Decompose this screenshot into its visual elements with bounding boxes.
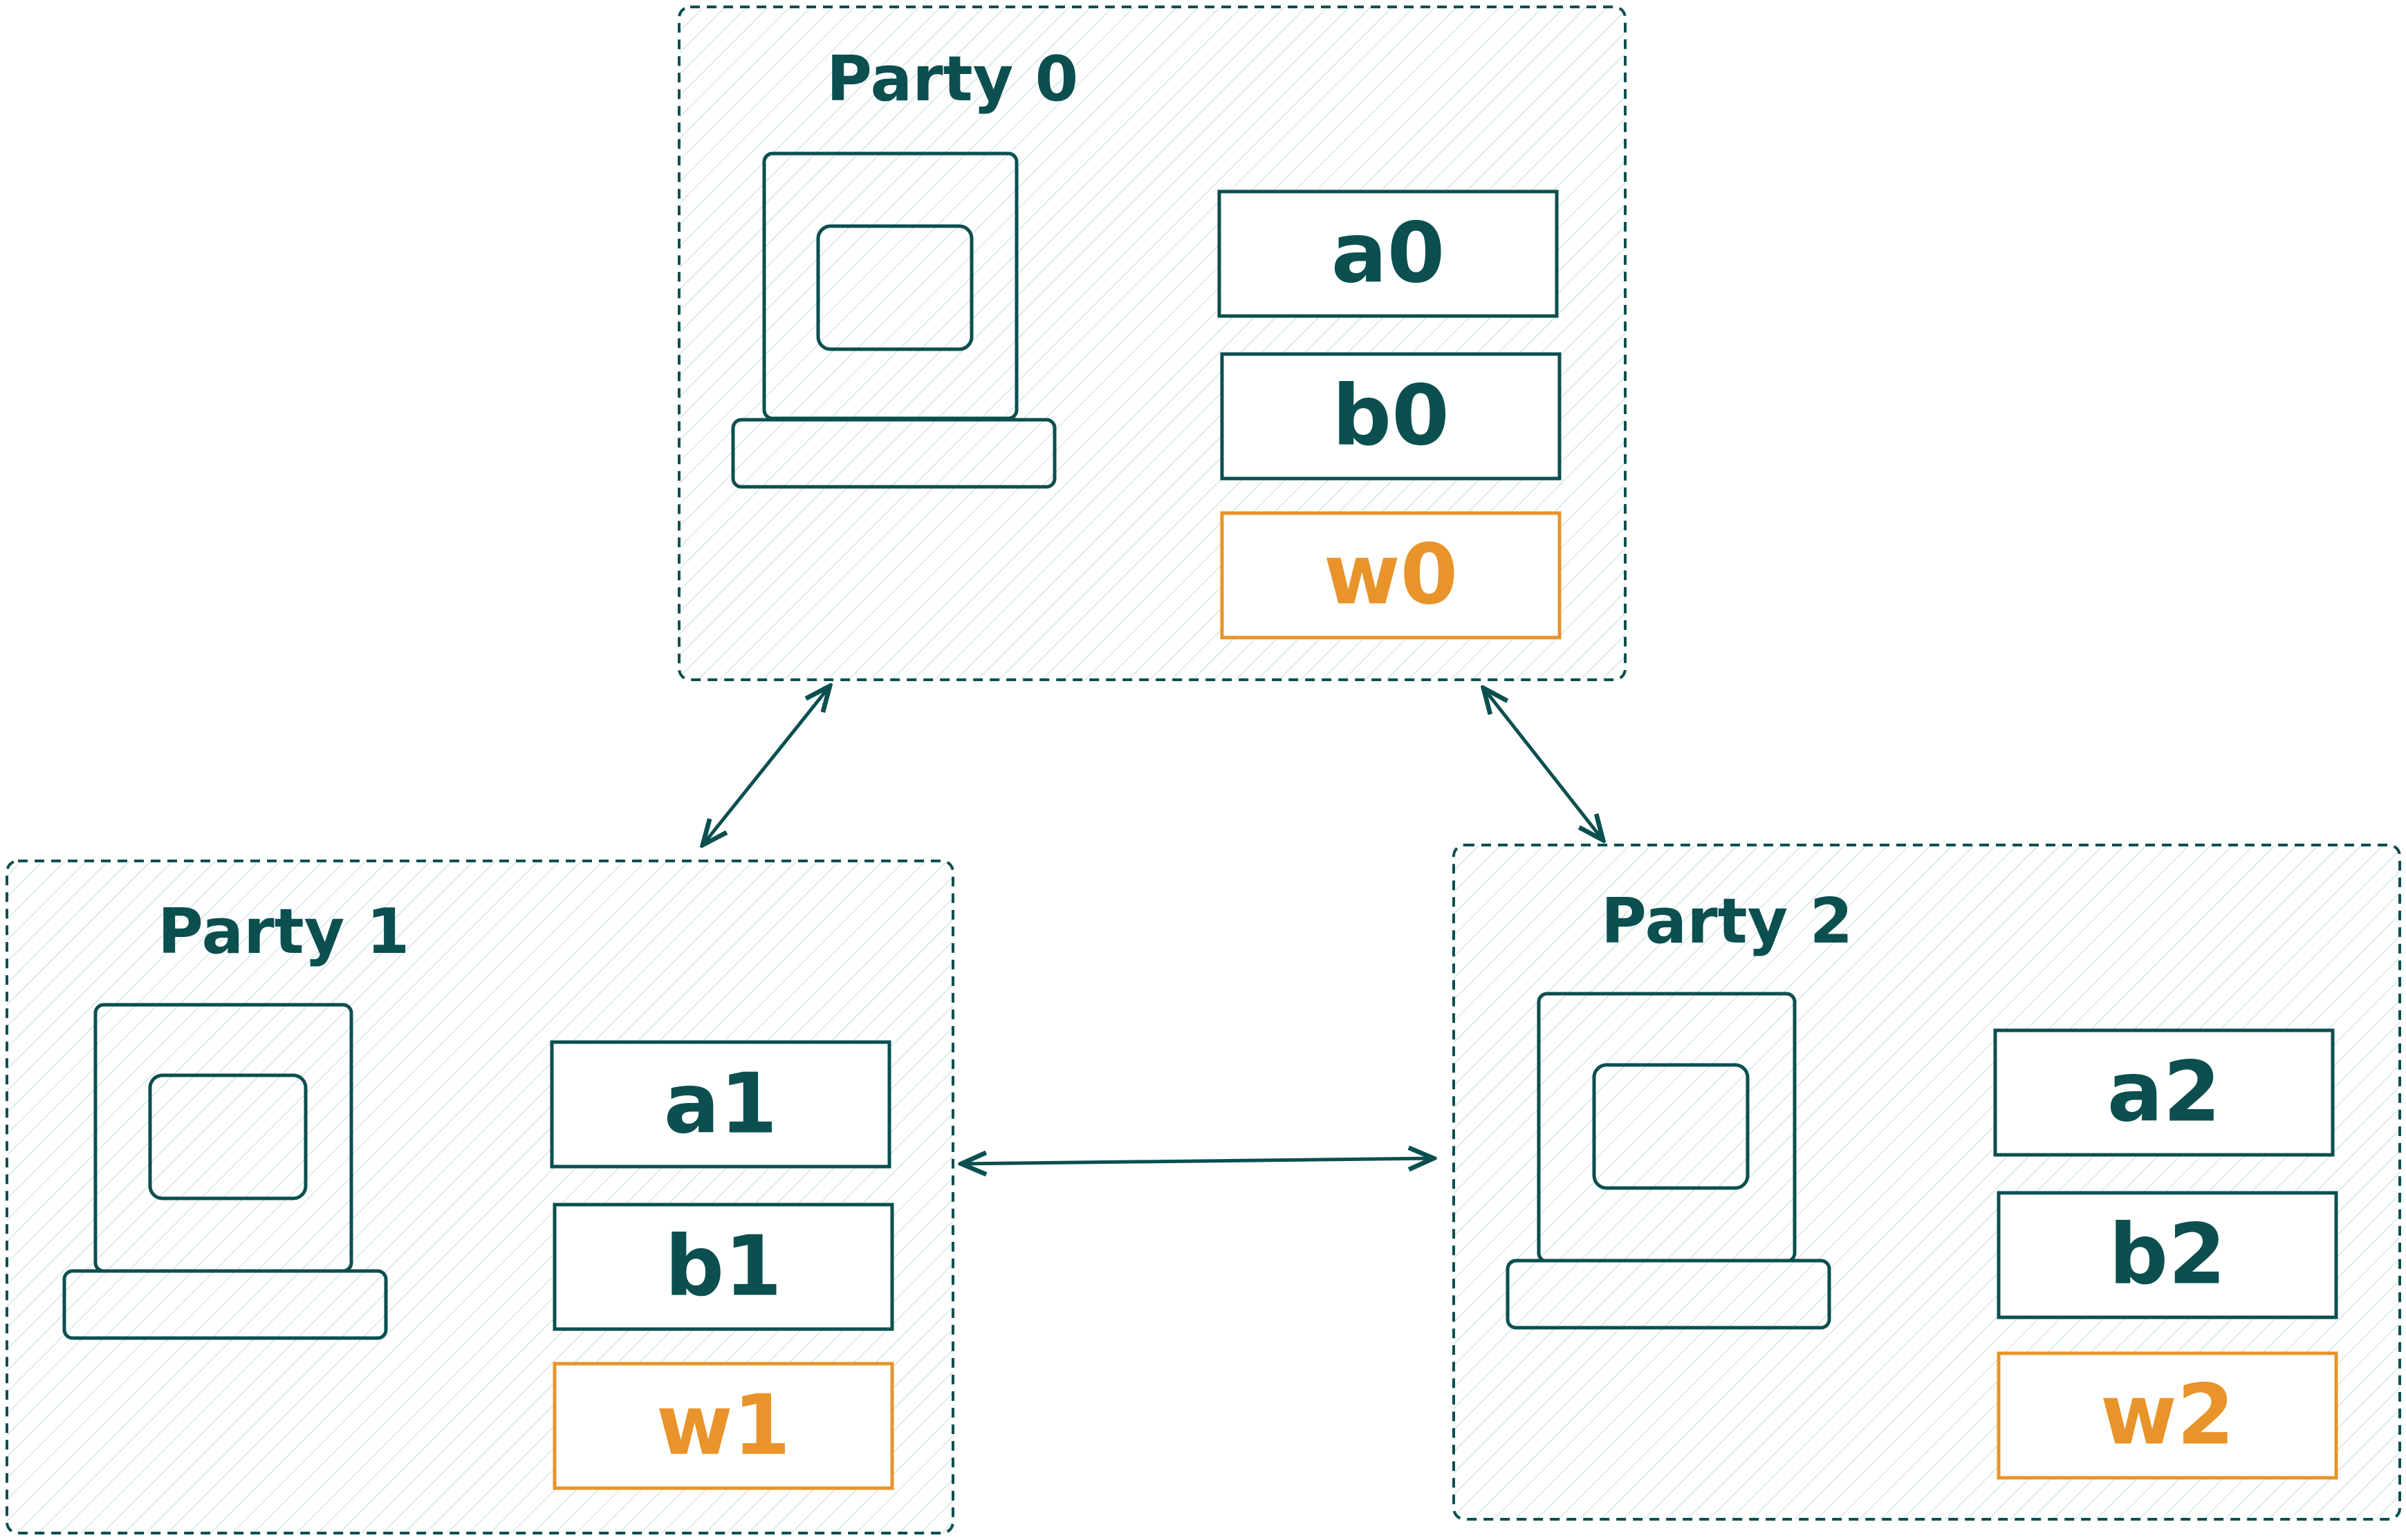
share-w0: w0 [1220,511,1562,640]
share-b0-label: b0 [1332,369,1449,465]
share-b2-label: b2 [2109,1207,2225,1304]
share-a2-label: a2 [2107,1045,2221,1141]
share-w1: w1 [553,1362,894,1490]
share-w2: w2 [1997,1351,2338,1480]
share-w0-label: w0 [1324,528,1458,624]
party-0-title: Party 0 [826,43,1078,115]
share-b0: b0 [1220,352,1562,481]
link-party0-party1 [703,686,830,845]
share-b1-label: b1 [665,1219,781,1315]
computer-icon [1506,992,1831,1330]
party-2-node: Party 2 a2 b2 w2 [1452,844,2401,1521]
party-2-title: Party 2 [1601,885,1853,958]
party-1-title: Party 1 [158,896,409,968]
party-1-node: Party 1 a1 b1 w1 [6,860,954,1534]
share-a1-label: a1 [664,1057,777,1153]
share-a1: a1 [550,1040,891,1169]
share-b1: b1 [553,1203,894,1331]
share-b2: b2 [1997,1191,2338,1319]
share-w1-label: w1 [656,1378,790,1474]
share-a2: a2 [1993,1028,2335,1157]
share-w2-label: w2 [2100,1368,2234,1464]
share-a0-label: a0 [1331,206,1445,302]
computer-icon [62,1003,388,1340]
party-0-node: Party 0 a0 b0 w0 [678,6,1627,681]
link-party1-party2 [961,1158,1434,1164]
computer-icon [731,151,1057,489]
link-party0-party2 [1483,688,1603,840]
share-a0: a0 [1217,189,1559,318]
